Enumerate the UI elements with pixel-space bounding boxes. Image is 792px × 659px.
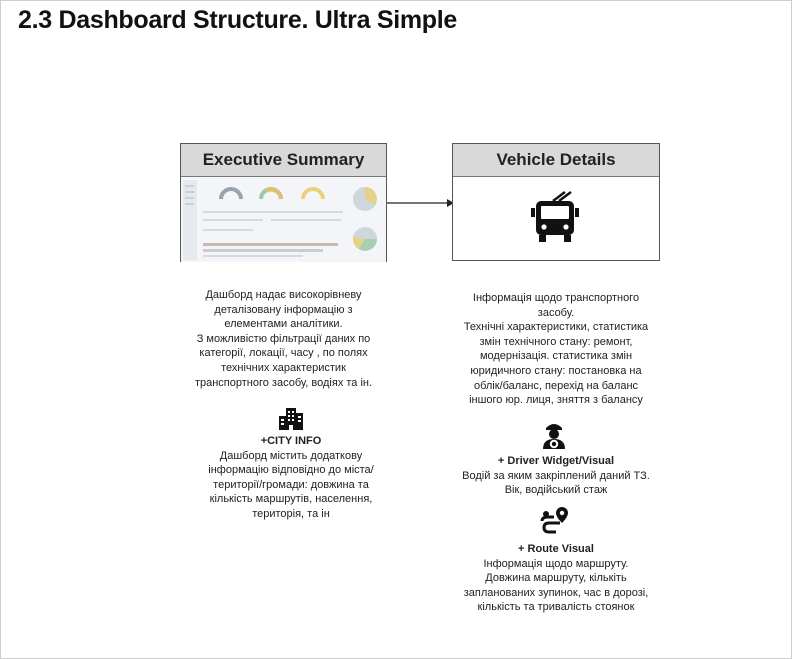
text-line: Дашборд надає високорівневу xyxy=(205,289,362,301)
text-line: іншого юр. лиця, зняття з балансу xyxy=(469,394,643,407)
text-line: кількість маршрутів, населення, xyxy=(209,493,373,506)
trolleybus-icon xyxy=(531,191,579,242)
text-line: інформацію відповідно до міста/ xyxy=(208,464,374,477)
text-line: Інформація щодо маршруту. xyxy=(483,557,629,570)
text-line: категорії, локації, часу , по полях xyxy=(199,347,368,360)
text-line: елементами аналітики. xyxy=(224,318,343,331)
text-line: території/громади: довжина та xyxy=(213,478,369,491)
driver-widget-block: + Driver Widget/Visual Водій за яким зак… xyxy=(446,454,666,498)
text-line: Інформація щодо транспортного xyxy=(472,292,640,304)
route-icon xyxy=(540,507,568,534)
text-line: Дашборд містить додаткову xyxy=(219,449,363,462)
city-buildings-icon xyxy=(279,408,303,430)
text-line: транспортного засобу, водіях та ін. xyxy=(194,376,373,389)
executive-summary-header: Executive Summary xyxy=(181,144,386,177)
flow-arrow xyxy=(387,199,454,207)
text-line: Водій за яким закріплений даний ТЗ. xyxy=(462,469,650,482)
route-visual-block: + Route Visual Інформація щодо маршруту.… xyxy=(446,542,666,615)
text-line: змін технічного стану: ремонт, xyxy=(479,335,633,348)
executive-summary-card[interactable]: Executive Summary xyxy=(180,143,387,262)
dashboard-preview-image xyxy=(181,177,386,262)
text-line: Технічні характеристики, статистика xyxy=(463,321,649,334)
text-line: Довжина маршруту, кількіть xyxy=(485,572,627,585)
dashboard-thumbnail xyxy=(181,177,386,262)
vehicle-description: Інформація щодо транспортного засобу. Те… xyxy=(446,291,666,408)
city-info-title: +CITY INFO xyxy=(260,435,322,447)
page-title: 2.3 Dashboard Structure. Ultra Simple xyxy=(18,6,458,34)
text-line: модернізація. статистика змін xyxy=(479,350,633,363)
text-line: деталізовану інформацію з xyxy=(214,303,353,316)
driver-widget-title: + Driver Widget/Visual xyxy=(497,455,615,467)
text-line: засобу. xyxy=(537,306,575,319)
route-visual-title: + Route Visual xyxy=(518,543,594,555)
text-line: юридичного стану: постановка на xyxy=(470,364,642,377)
text-line: Вік, водійський стаж xyxy=(504,484,608,497)
executive-description: Дашборд надає високорівневу деталізовану… xyxy=(176,288,391,390)
text-line: технічних характеристик xyxy=(221,361,346,374)
vehicle-details-header: Vehicle Details xyxy=(453,144,659,177)
vehicle-details-card[interactable]: Vehicle Details xyxy=(452,143,660,261)
driver-icon xyxy=(543,424,565,449)
text-line: кількість та тривалість стоянок xyxy=(477,601,635,614)
text-line: облік/баланс, перехід на баланс xyxy=(473,379,639,392)
text-line: запланованих зупинок, час в дорозі, xyxy=(463,586,649,599)
text-line: З можливістю фільтрації даних по xyxy=(196,332,371,345)
text-line: територія, та ін xyxy=(252,507,330,520)
city-info-block: +CITY INFO Дашборд містить додаткову інф… xyxy=(186,434,396,522)
